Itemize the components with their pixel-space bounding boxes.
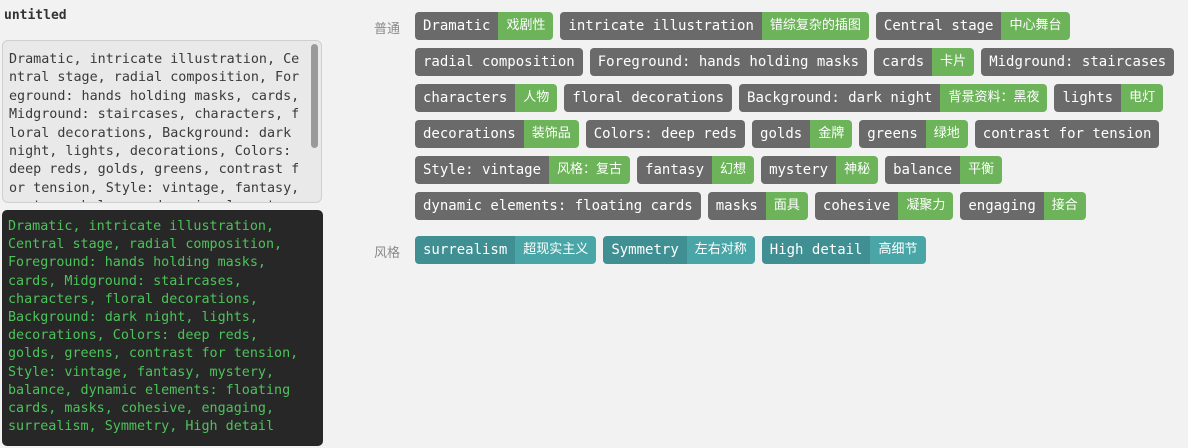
tag-english-label: Central stage xyxy=(875,12,1002,40)
tag-chinese-translation: 平衡 xyxy=(960,156,1003,184)
left-panel: untitled Dramatic, intricate illustratio… xyxy=(0,0,330,448)
tag-english-label: Colors: deep reds xyxy=(585,120,746,148)
tag-english-label: surrealism xyxy=(415,236,516,264)
tag-english-label: characters xyxy=(415,84,516,112)
tag-english-label: Symmetry xyxy=(603,236,687,264)
prompt-tag[interactable]: contrast for tension xyxy=(974,120,1160,148)
prompt-input[interactable]: Dramatic, intricate illustration, Centra… xyxy=(2,40,322,203)
tag-english-label: High detail xyxy=(761,236,871,264)
tag-chinese-translation: 绿地 xyxy=(925,120,968,148)
tag-chinese-translation: 凝聚力 xyxy=(898,192,954,220)
tag-english-label: greens xyxy=(859,120,926,148)
tag-english-label: Dramatic xyxy=(415,12,499,40)
tag-english-label: dynamic elements: floating cards xyxy=(415,192,701,220)
prompt-tag[interactable]: radial composition xyxy=(415,48,583,76)
tag-english-label: mystery xyxy=(761,156,837,184)
tag-chinese-translation: 超现实主义 xyxy=(515,236,597,264)
tag-chinese-translation: 戏剧性 xyxy=(498,12,554,40)
output-panel: Dramatic, intricate illustration, Centra… xyxy=(2,210,323,446)
tag-english-label: lights xyxy=(1054,84,1122,112)
output-text: Dramatic, intricate illustration, Centra… xyxy=(8,219,299,435)
tag-chinese-translation: 装饰品 xyxy=(523,120,579,148)
tag-english-label: cards xyxy=(874,48,933,76)
tag-chinese-translation: 电灯 xyxy=(1121,84,1164,112)
tag-english-label: Foreground: hands holding masks xyxy=(589,48,868,76)
tag-chinese-translation: 金牌 xyxy=(810,120,853,148)
tag-english-label: engaging xyxy=(960,192,1044,220)
document-title: untitled xyxy=(4,8,67,23)
group-label-style: 风格 xyxy=(374,246,401,261)
tag-chinese-translation: 风格：复古 xyxy=(549,156,631,184)
tag-chinese-translation: 神秘 xyxy=(836,156,879,184)
tag-english-label: Midground: staircases xyxy=(981,48,1175,76)
tag-chinese-translation: 错综复杂的插图 xyxy=(761,12,869,40)
tag-chinese-translation: 幻想 xyxy=(712,156,755,184)
tag-chinese-translation: 背景资料：黑夜 xyxy=(940,84,1048,112)
prompt-tag[interactable]: Foreground: hands holding masks xyxy=(589,48,868,76)
tag-chinese-translation: 面具 xyxy=(765,192,808,220)
prompt-text[interactable]: Dramatic, intricate illustration, Centra… xyxy=(9,52,300,202)
tag-english-label: fantasy xyxy=(637,156,713,184)
tag-chinese-translation: 左右对称 xyxy=(686,236,755,264)
group-label-normal: 普通 xyxy=(374,22,401,37)
tag-english-label: intricate illustration xyxy=(560,12,762,40)
prompt-tag[interactable]: Midground: staircases xyxy=(981,48,1175,76)
tag-chinese-translation: 人物 xyxy=(515,84,558,112)
tag-chinese-translation: 高细节 xyxy=(870,236,926,264)
prompt-tag[interactable]: dynamic elements: floating cards xyxy=(415,192,701,220)
tag-chinese-translation: 中心舞台 xyxy=(1001,12,1070,40)
tag-english-label: radial composition xyxy=(415,48,583,76)
tag-chinese-translation: 卡片 xyxy=(932,48,975,76)
prompt-tag[interactable]: floral decorations xyxy=(564,84,733,112)
tag-english-label: contrast for tension xyxy=(974,120,1160,148)
tag-english-label: cohesive xyxy=(814,192,899,220)
tag-english-label: floral decorations xyxy=(564,84,733,112)
tag-english-label: masks xyxy=(707,192,766,220)
tag-english-label: decorations xyxy=(415,120,524,148)
tag-english-label: Style: vintage xyxy=(415,156,550,184)
tag-english-label: balance xyxy=(885,156,961,184)
tag-english-label: Background: dark night xyxy=(739,84,941,112)
tag-english-label: golds xyxy=(752,120,811,148)
tag-chinese-translation: 接合 xyxy=(1043,192,1086,220)
prompt-tag[interactable]: Colors: deep reds xyxy=(585,120,746,148)
prompt-scrollbar[interactable] xyxy=(311,44,318,148)
